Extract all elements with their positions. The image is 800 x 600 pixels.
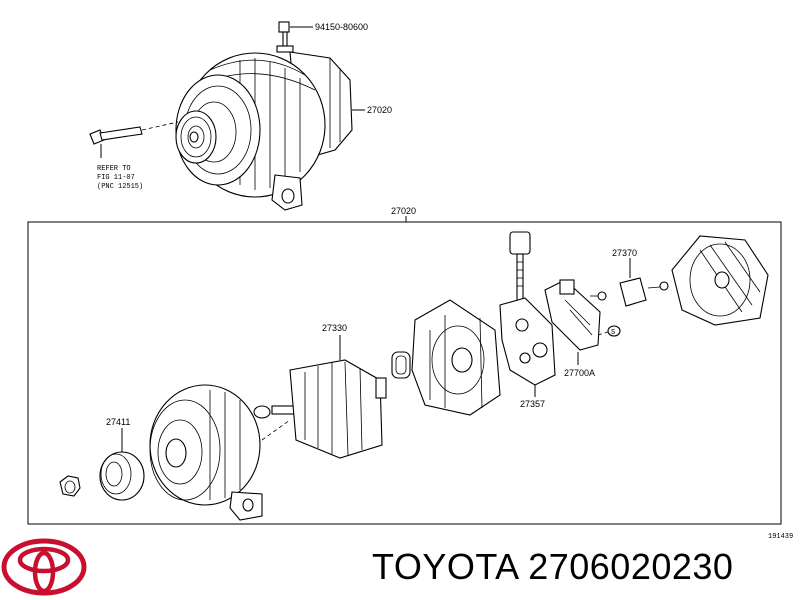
svg-text:S: S: [611, 329, 615, 337]
bolt-part-label: 94150-80600: [315, 22, 368, 32]
drawing-code: 191439: [768, 533, 793, 541]
refer-note-line2: FIG 11-07: [97, 174, 135, 182]
rotor-part-label: 27330: [322, 323, 347, 333]
holder-part-label: 27357: [520, 399, 545, 409]
part-number: 2706020230: [528, 546, 734, 587]
brush-holder-part-label: 27370: [612, 248, 637, 258]
alternator-part-label: 27020: [367, 105, 392, 115]
brand-name: TOYOTA: [372, 546, 518, 587]
exploded-group-label: 27020: [391, 206, 416, 216]
alternator-assembly-top: [89, 21, 365, 211]
pulley-part-label: 27411: [106, 417, 130, 427]
exploded-view-frame: [27, 216, 782, 525]
refer-note-line1: REFER TO: [97, 165, 131, 173]
brand-part-number: TOYOTA 2706020230: [372, 546, 733, 588]
exploded-parts: S: [59, 231, 769, 521]
regulator-part-label: 27700A: [564, 368, 595, 378]
toyota-logo-icon: [1, 538, 87, 596]
refer-note-line3: (PNC 12515): [97, 183, 143, 191]
